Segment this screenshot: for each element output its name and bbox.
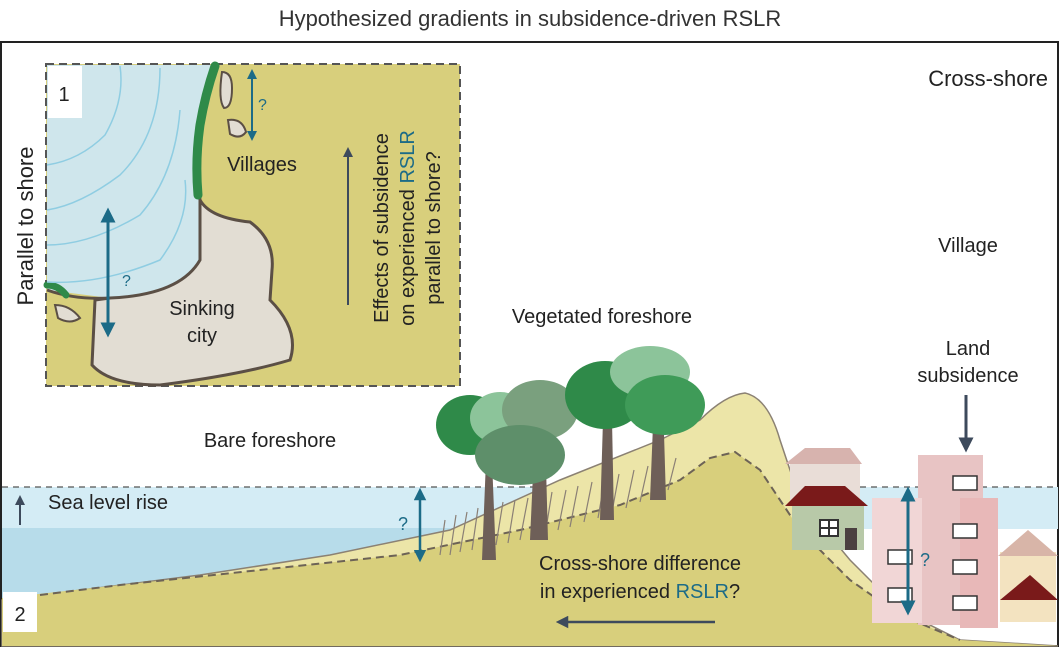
- city-question-mark: ?: [122, 273, 131, 290]
- ground-dashed-surface: [39, 450, 961, 641]
- mangrove-trees: [436, 346, 705, 560]
- panel-2-number-box: [3, 592, 37, 632]
- land-subsidence-label-line2: subsidence: [917, 365, 1018, 387]
- panel-2-number: 2: [14, 604, 25, 626]
- villages-label: Villages: [227, 154, 297, 176]
- village-label: Village: [938, 235, 998, 257]
- inset-vegetation: [43, 281, 70, 299]
- panel-1-number: 1: [58, 84, 69, 106]
- land-subsidence-label-line1: Land: [946, 338, 991, 360]
- tree-trunk: [482, 460, 496, 560]
- rslr-highlight: RSLR: [676, 581, 729, 603]
- tree-canopy: [625, 375, 705, 435]
- difference-label-line2: in experienced RSLR?: [540, 581, 740, 603]
- inset-water-contours: [46, 65, 187, 284]
- parallel-shore-panel: 1 Villages Sinking city ? ? Effects of s…: [43, 61, 461, 387]
- effects-label-line1: Effects of subsidence: [371, 133, 393, 323]
- effects-label-line3: parallel to shore?: [423, 151, 445, 304]
- sinking-city-label-line1: Sinking: [169, 298, 235, 320]
- vegetated-foreshore-label: Vegetated foreshore: [512, 306, 692, 328]
- panel-1-number-box: [48, 66, 82, 118]
- tree-canopy: [502, 380, 578, 440]
- foreshore-question-mark: ?: [398, 514, 408, 534]
- tree-trunk: [600, 420, 614, 520]
- bare-foreshore-label: Bare foreshore: [204, 430, 336, 452]
- sinking-city-label-line2: city: [187, 325, 217, 347]
- effects-label-line2: on experienced RSLR: [397, 130, 419, 326]
- ground: [2, 452, 1058, 646]
- difference-label-line1: Cross-shore difference: [539, 553, 741, 575]
- inset-vegetation: [192, 61, 220, 200]
- rslr-highlight: RSLR: [397, 130, 419, 183]
- inset-city: [90, 194, 294, 387]
- villages-question-mark: ?: [258, 97, 267, 114]
- figure-title: Hypothesized gradients in subsidence-dri…: [279, 6, 782, 31]
- inset-islands: [53, 70, 248, 323]
- parallel-to-shore-label: Parallel to shore: [13, 147, 38, 306]
- tree-canopy: [475, 425, 565, 485]
- effects-label-group: Effects of subsidence on experienced RSL…: [371, 130, 445, 326]
- houses-middle: [785, 448, 868, 550]
- sea-level-rise-label: Sea level rise: [48, 492, 168, 514]
- cross-shore-label: Cross-shore: [928, 66, 1048, 91]
- cross-shore-scene: Cross-shore Village Land subsidence Vege…: [1, 66, 1059, 647]
- building-question-mark: ?: [920, 550, 930, 570]
